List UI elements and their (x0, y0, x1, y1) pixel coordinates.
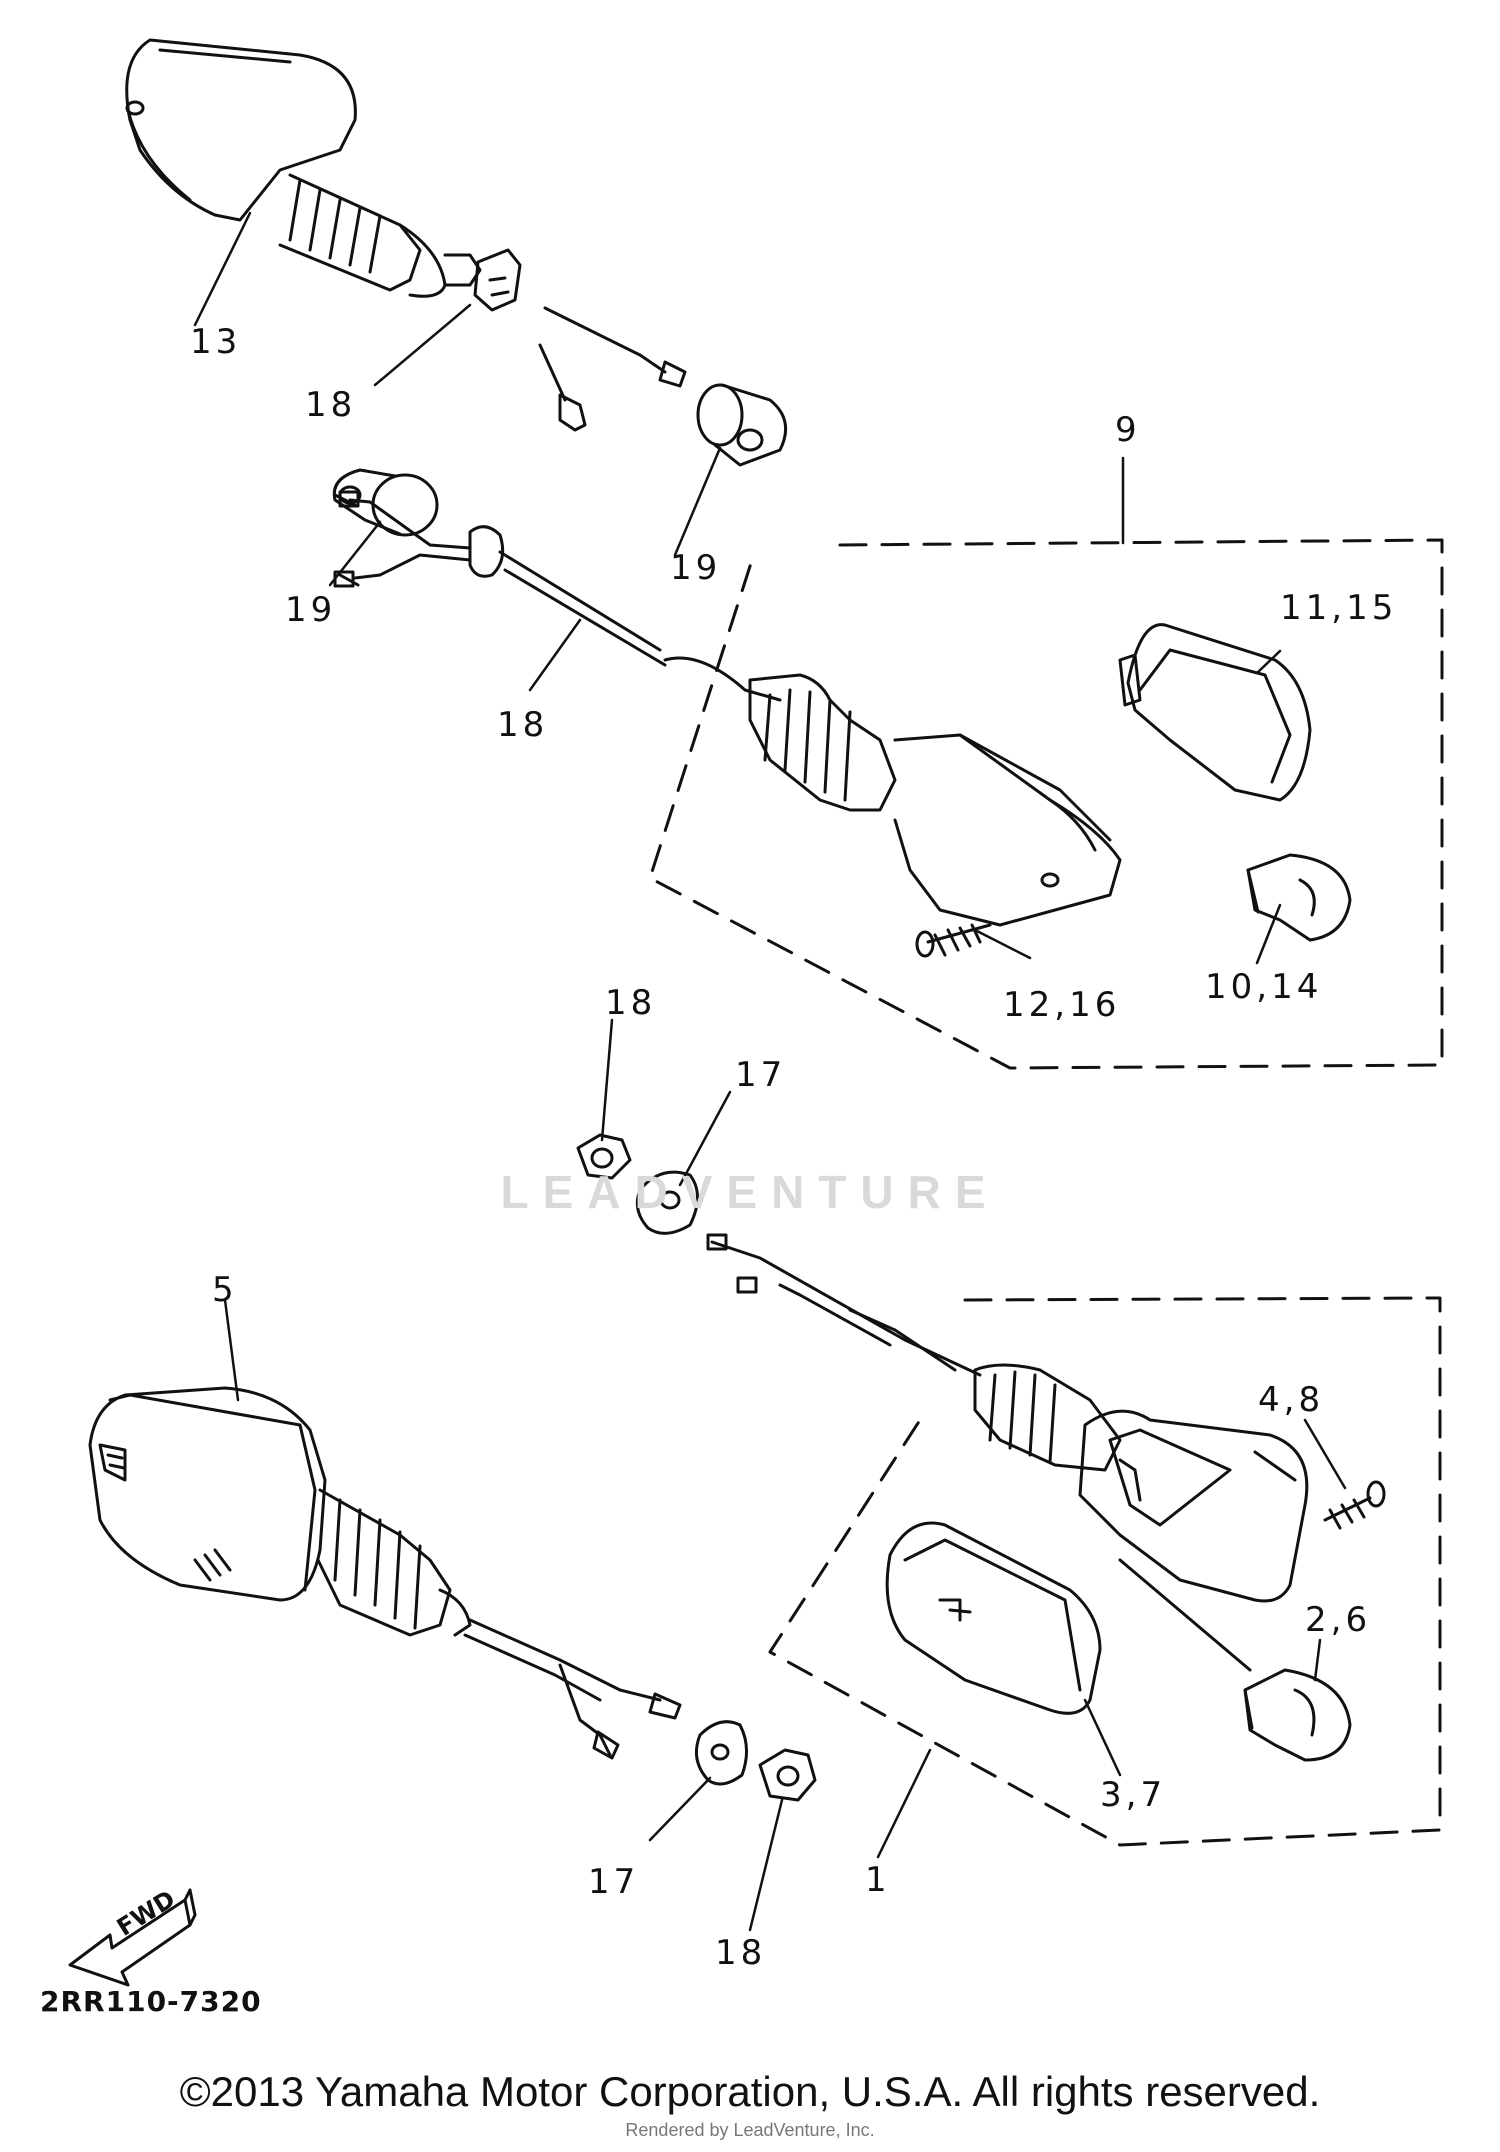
callout-18: 18 (715, 1933, 767, 1973)
lens-3-7 (885, 1521, 1102, 1715)
screw-4-8 (1323, 1480, 1386, 1530)
callout-18: 18 (497, 705, 549, 745)
screw-12-16 (915, 923, 992, 958)
callout-18: 18 (605, 983, 657, 1023)
rendered-by-notice: Rendered by LeadVenture, Inc. (625, 2120, 875, 2140)
lens-11-15 (1118, 623, 1312, 802)
callout-1: 1 (865, 1860, 891, 1900)
callout-17: 17 (588, 1862, 640, 1902)
callout-19: 19 (285, 590, 337, 630)
turn-signal-9 (663, 656, 1122, 927)
washer-17-upper (635, 1170, 699, 1235)
diagram-code: 2RR110-7320 (40, 1985, 262, 2018)
bulb-10-14 (1246, 853, 1352, 942)
wire-top-a (543, 306, 667, 374)
callout-5: 5 (212, 1270, 238, 1310)
wire-top-b (538, 343, 567, 402)
copyright-notice: ©2013 Yamaha Motor Corporation, U.S.A. A… (179, 2068, 1321, 2115)
callout-3-7: 3,7 (1100, 1775, 1167, 1815)
callout-10-14: 10,14 (1205, 967, 1323, 1007)
callout-11-15: 11,15 (1280, 588, 1398, 628)
turn-signal-13 (125, 38, 482, 298)
callout-19: 19 (670, 548, 722, 588)
assembly-9-box (648, 538, 1444, 1070)
rubber-cap-19-right (696, 383, 788, 467)
callout-9: 9 (1115, 410, 1141, 450)
nut-18-lower (576, 1133, 632, 1180)
bulb-2-6 (1243, 1668, 1352, 1762)
grommet-18-middle (333, 490, 667, 667)
leader-lines (193, 211, 1347, 1932)
nut-18-bottom (758, 1748, 817, 1802)
watermark: LEADVENTURE (500, 1166, 1000, 1218)
callout-2-6: 2,6 (1305, 1600, 1372, 1640)
turn-signal-5 (88, 1386, 682, 1760)
washer-17-lower (694, 1720, 748, 1786)
callout-18: 18 (305, 385, 357, 425)
callout-17: 17 (735, 1055, 787, 1095)
assembly-1-box (768, 1296, 1442, 1847)
callout-4-8: 4,8 (1258, 1380, 1325, 1420)
callout-13: 13 (190, 322, 242, 362)
grommet-18-top (473, 248, 522, 312)
forward-arrow-icon (68, 1888, 197, 1987)
turn-signal-1 (973, 1363, 1309, 1603)
callout-12-16: 12,16 (1003, 985, 1121, 1025)
